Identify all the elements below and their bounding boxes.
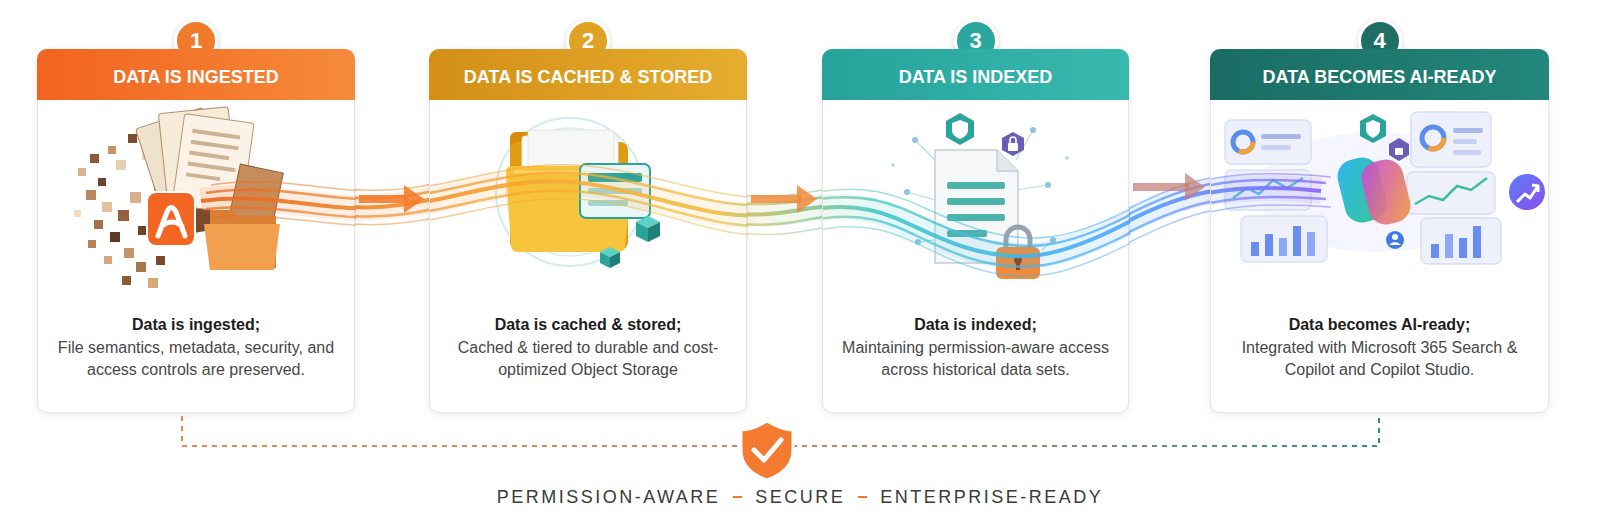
card-illustration	[1211, 50, 1550, 414]
step-card: 2DATA IS CACHED & STOREDData is cached &…	[429, 49, 747, 413]
step-description: Maintaining permission-aware access acro…	[837, 337, 1114, 381]
separator-dash	[733, 496, 742, 498]
tagline-word: SECURE	[755, 485, 845, 509]
flow-ribbon	[201, 165, 356, 277]
connector-line	[359, 195, 408, 203]
connector-line	[751, 195, 801, 203]
card-illustration	[38, 50, 356, 414]
footer-tagline: PERMISSION-AWARE SECURE ENTERPRISE-READY	[0, 485, 1600, 509]
step-description: Integrated with Microsoft 365 Search & C…	[1225, 337, 1534, 381]
step-heading: DATA IS INDEXED	[822, 49, 1129, 100]
flow-connector	[1133, 173, 1205, 201]
connector-layer	[182, 173, 1379, 446]
step-heading: DATA IS INGESTED	[37, 49, 355, 100]
arrowhead	[404, 185, 424, 213]
tagline-word: ENTERPRISE-READY	[880, 485, 1103, 509]
step-heading: DATA BECOMES AI-READY	[1210, 49, 1549, 100]
step-title: Data is indexed;	[835, 314, 1116, 336]
flow-ribbon	[200, 164, 1330, 276]
flow-connector	[359, 185, 424, 213]
step-card: 1DATA IS INGESTEDData is ingested;File s…	[37, 49, 355, 413]
step-description: Cached & tiered to durable and cost-opti…	[444, 337, 732, 381]
connector-line	[1133, 183, 1189, 191]
step-card: 4DATA BECOMES AI-READYData becomes AI-re…	[1210, 49, 1549, 413]
arrowhead	[797, 185, 817, 213]
step-card: 3DATA IS INDEXEDData is indexed;Maintain…	[822, 49, 1129, 413]
flow-ribbon	[1211, 165, 1331, 277]
step-title: Data is cached & stored;	[442, 314, 734, 336]
flow-connector	[751, 185, 817, 213]
shield-icon	[741, 421, 793, 480]
card-illustration	[823, 50, 1130, 414]
shield-icon	[741, 421, 793, 480]
step-title: Data is ingested;	[50, 314, 342, 336]
card-illustration	[430, 50, 748, 414]
flow-ribbon	[430, 165, 748, 277]
flow-ribbon	[823, 165, 1130, 277]
step-description: File semantics, metadata, security, and …	[52, 337, 340, 381]
shield-icon	[754, 440, 781, 460]
step-heading: DATA IS CACHED & STORED	[429, 49, 747, 100]
tagline-word: PERMISSION-AWARE	[497, 485, 721, 509]
arrowhead	[1185, 173, 1205, 201]
separator-dash	[858, 496, 867, 498]
step-title: Data becomes AI-ready;	[1223, 314, 1536, 336]
